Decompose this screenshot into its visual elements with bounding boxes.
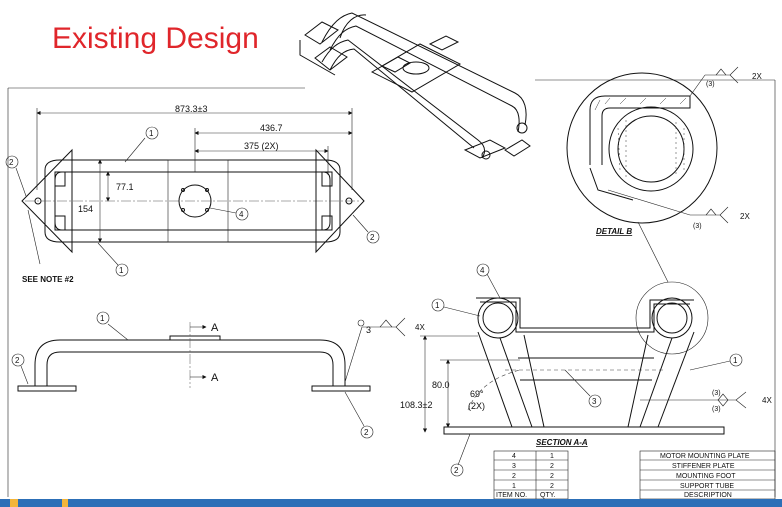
bom-row4-item: 1 (512, 483, 516, 490)
bom-row1-qty: 1 (550, 453, 554, 460)
dim-inner-height: 77.1 (116, 182, 134, 192)
balloon-2-left: 2 (9, 158, 14, 167)
weld-qty-2x-lower: 2X (740, 212, 750, 221)
balloon-3-section: 3 (592, 397, 597, 406)
bom-row1-desc: MOTOR MOUNTING PLATE (660, 453, 750, 460)
bom-header-qty: QTY. (540, 492, 555, 499)
slide-title: Existing Design (52, 22, 259, 55)
weld-size-detail-lower: (3) (693, 223, 702, 230)
front-view: A A 1 2 2 3 4X (11, 311, 425, 439)
dim-total-height: 108.3±2 (400, 400, 432, 410)
dim-height-80: 80.0 (432, 380, 450, 390)
bom-row3-item: 2 (512, 473, 516, 480)
bom-row4-desc: SUPPORT TUBE (680, 483, 734, 490)
see-note-label: SEE NOTE #2 (22, 275, 74, 284)
weld-size-detail-upper: (3) (706, 81, 715, 88)
section-a-a: 80.0 108.3±2 69° (2X) 4 1 1 3 2 (400, 263, 772, 477)
weld-size-section-lower: (3) (712, 406, 721, 413)
balloon-4-section: 4 (480, 266, 485, 275)
strip-accent (62, 499, 68, 507)
detail-b: (3) 2X (3) 2X DETAIL B (566, 66, 762, 283)
weld-num-front: 3 (366, 325, 371, 335)
weld-qty-4x-section: 4X (762, 396, 772, 405)
balloon-2-right: 2 (370, 233, 375, 242)
isometric-view (299, 12, 531, 160)
strip-accent (10, 499, 18, 507)
bom-row3-qty: 2 (550, 473, 554, 480)
top-view: 873.3±3 436.7 375 (2X) 77.1 (5, 104, 380, 284)
dim-overall-length: 873.3±3 (175, 104, 207, 114)
bom-row4-qty: 2 (550, 483, 554, 490)
section-aa-label: SECTION A-A (536, 438, 588, 447)
bom-header-item: ITEM NO. (496, 492, 527, 499)
bom-row3-desc: MOUNTING FOOT (676, 473, 736, 480)
bom-row1-item: 4 (512, 453, 516, 460)
dim-spacing: 375 (2X) (244, 141, 279, 151)
bottom-strip (0, 499, 782, 507)
dim-outer-height: 154 (78, 204, 93, 214)
detail-b-label: DETAIL B (596, 227, 632, 236)
balloon-1-front: 1 (100, 314, 105, 323)
balloon-1-bottom: 1 (119, 266, 124, 275)
dim-angle-count: (2X) (468, 401, 485, 411)
balloon-1-top: 1 (149, 129, 154, 138)
balloon-4-top: 4 (239, 210, 244, 219)
bom-row2-desc: STIFFENER PLATE (672, 463, 735, 470)
bom-row2-qty: 2 (550, 463, 554, 470)
bom-header-desc: DESCRIPTION (684, 492, 732, 499)
dim-half-length: 436.7 (260, 123, 283, 133)
balloon-2-section: 2 (454, 466, 459, 475)
bom-row2-item: 3 (512, 463, 516, 470)
dim-angle: 69° (470, 389, 484, 399)
section-arrow-bottom: A (211, 372, 219, 384)
weld-qty-2x-upper: 2X (752, 72, 762, 81)
balloon-1-section-left: 1 (435, 301, 440, 310)
balloon-2-front-right: 2 (364, 428, 369, 437)
balloon-1-section-right: 1 (733, 356, 738, 365)
bom-table: 4 1 MOTOR MOUNTING PLATE 3 2 STIFFENER P… (493, 450, 776, 500)
section-arrow-top: A (211, 322, 219, 334)
weld-size-section-upper: (3) (712, 390, 721, 397)
balloon-2-front-left: 2 (15, 356, 20, 365)
weld-qty-4x-front: 4X (415, 323, 425, 332)
